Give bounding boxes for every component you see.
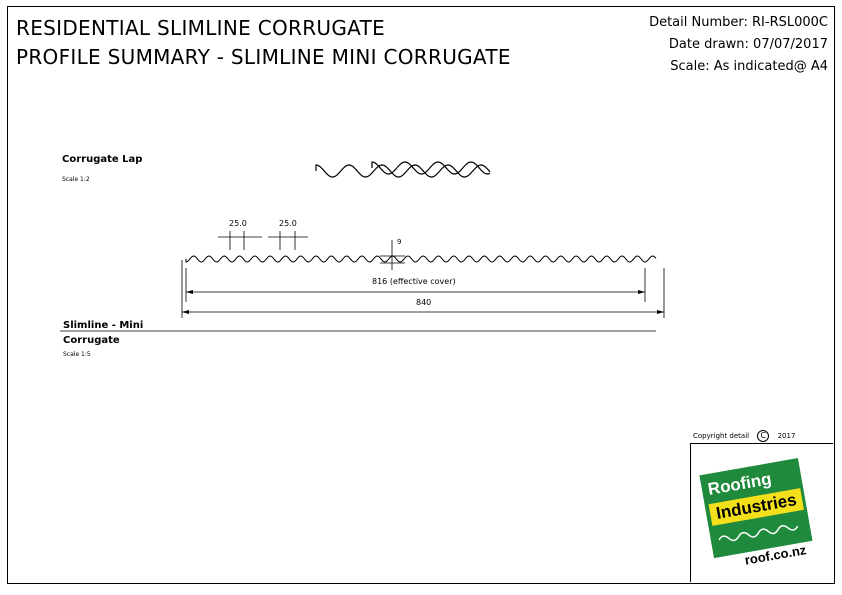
lap-title: Corrugate Lap <box>62 154 143 165</box>
logo-panel: Roofing Industries roof.co.nz <box>690 443 833 582</box>
copyright-year: 2017 <box>777 432 796 440</box>
scale-label: Scale: As indicated@ A4 <box>670 59 828 74</box>
profile-title-2: Corrugate <box>63 335 120 346</box>
logo-wave-icon <box>718 524 799 542</box>
detail-number: Detail Number: RI-RSL000C <box>649 15 828 30</box>
dimension-arrows <box>182 290 664 314</box>
title-line-2: PROFILE SUMMARY - SLIMLINE MINI CORRUGAT… <box>16 45 511 69</box>
copyright-icon: C <box>757 430 770 442</box>
profile-title-1: Slimline - Mini <box>63 320 144 331</box>
lap-sheet-lower <box>315 164 491 178</box>
dim-pitch-2: 25.0 <box>279 219 297 228</box>
lap-scale: Scale 1:2 <box>62 176 90 183</box>
roofing-industries-logo: Roofing Industries roof.co.nz <box>699 458 814 570</box>
dimension-lines <box>60 231 665 332</box>
profile-scale: Scale 1:5 <box>63 351 91 358</box>
copyright-label: Copyright detail <box>693 432 750 440</box>
dim-pitch-1: 25.0 <box>229 219 247 228</box>
corrugate-profile <box>185 255 657 263</box>
dim-overall: 840 <box>416 298 432 307</box>
drawing-frame <box>7 6 835 584</box>
title-line-1: RESIDENTIAL SLIMLINE CORRUGATE <box>16 16 386 40</box>
dim-depth: 9 <box>397 238 402 246</box>
copyright-note: Copyright detail C 2017 <box>693 430 795 442</box>
lap-sheet-upper <box>371 161 491 175</box>
date-drawn: Date drawn: 07/07/2017 <box>668 37 828 52</box>
dim-cover: 816 (effective cover) <box>372 277 456 286</box>
